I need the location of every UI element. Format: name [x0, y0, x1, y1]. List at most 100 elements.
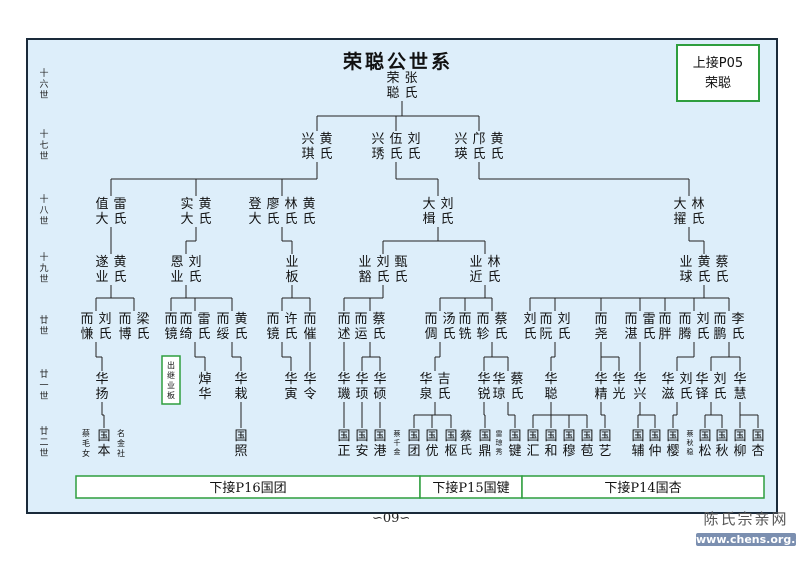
- person-name-column: 国照: [234, 429, 247, 459]
- person-name-column: 业板: [285, 255, 298, 285]
- next-page-link-p14[interactable]: 下接P14国杏: [521, 475, 765, 499]
- person-ersi[interactable]: 刘氏: [523, 312, 536, 342]
- person-name-column: 蔡氏: [372, 312, 385, 342]
- person-huacong[interactable]: 华聪: [544, 372, 557, 402]
- person-name-column: 而鹏: [713, 312, 726, 342]
- person-guoding[interactable]: 国鼎: [478, 429, 491, 459]
- next-page-link-p16[interactable]: 下接P16国团: [75, 475, 421, 499]
- person-guoan[interactable]: 国安: [355, 429, 368, 459]
- person-huaguang[interactable]: 华光: [612, 372, 625, 402]
- person-name-column: 国杏: [751, 429, 764, 459]
- person-guogang[interactable]: 国港: [373, 429, 386, 459]
- person-guozheng[interactable]: 国正: [337, 429, 350, 459]
- person-eryao[interactable]: 而尧: [594, 312, 607, 342]
- person-guoben[interactable]: 国本: [97, 429, 110, 459]
- person-huazai[interactable]: 华栽: [234, 372, 247, 402]
- person-ercui[interactable]: 而催: [303, 312, 316, 342]
- person-guofu[interactable]: 国辅: [631, 429, 644, 459]
- person-huahua[interactable]: 焯华: [198, 372, 211, 402]
- person-huajing[interactable]: 华精: [594, 372, 607, 402]
- person-huaxian[interactable]: 华顼: [355, 372, 368, 402]
- person-name-column: 荣聪: [386, 71, 399, 101]
- generation-label-g19: 世: [39, 273, 48, 285]
- person-name-column: 雷氏: [113, 197, 126, 227]
- person-guomu[interactable]: 国穆: [562, 429, 575, 459]
- person-guoshu[interactable]: 国枢: [444, 429, 457, 459]
- person-guohui[interactable]: 国汇: [526, 429, 539, 459]
- person-name-column: 黄氏: [234, 312, 247, 342]
- person-name-column: 华滋: [661, 372, 674, 402]
- person-huayang[interactable]: 华扬: [95, 372, 108, 402]
- person-name-column: 华扬: [95, 372, 108, 402]
- person-guoliu[interactable]: 国柳: [733, 429, 746, 459]
- person-name-column: 吉氏: [437, 372, 450, 402]
- person-erjing[interactable]: 而镜: [164, 312, 177, 342]
- person-guoying[interactable]: 国樱: [666, 429, 679, 459]
- previous-page-label: 上接P05: [692, 56, 744, 71]
- person-guozhong[interactable]: 国仲: [648, 429, 661, 459]
- person-erxian[interactable]: 而铣: [458, 312, 471, 342]
- person-huarui[interactable]: 华锐: [477, 372, 490, 402]
- person-name-column: 兴瑛: [454, 132, 467, 162]
- person-yeban[interactable]: 业板: [285, 255, 298, 285]
- person-name-column: 刘氏: [376, 255, 389, 285]
- person-huayin[interactable]: 华寅: [284, 372, 297, 402]
- previous-page-reference[interactable]: 上接P05 荣聪: [676, 44, 760, 102]
- person-hualing[interactable]: 华令: [303, 372, 316, 402]
- person-huashuo[interactable]: 华硕: [373, 372, 386, 402]
- person-name-column: 林氏: [487, 255, 500, 285]
- person-name-column: 刘氏: [98, 312, 111, 342]
- person-name-column: 国汇: [526, 429, 539, 459]
- person-name-column: 焯华: [198, 372, 211, 402]
- person-guosong[interactable]: 国松: [698, 429, 711, 459]
- person-guotuan[interactable]: 国团: [407, 429, 420, 459]
- next-page-link-p15[interactable]: 下接P15国键: [419, 475, 523, 499]
- person-guoyi[interactable]: 国艺: [598, 429, 611, 459]
- person-erpan[interactable]: 而胖: [658, 312, 671, 342]
- person-huaji[interactable]: 华璣: [337, 372, 350, 402]
- person-guoxing[interactable]: 国杏: [751, 429, 764, 459]
- person-guoqiu[interactable]: 国秋: [715, 429, 728, 459]
- person-name-column: 而绥: [216, 312, 229, 342]
- person-ershu[interactable]: 而述: [337, 312, 350, 342]
- person-guoyou[interactable]: 国优: [425, 429, 438, 459]
- person-huahui[interactable]: 华慧: [733, 372, 746, 402]
- person-name-column: 黄氏: [697, 255, 710, 285]
- person-guojian[interactable]: 国键: [508, 429, 521, 459]
- person-guozhao[interactable]: 国照: [234, 429, 247, 459]
- generation-label-g16: 十: [39, 67, 48, 79]
- person-guohe[interactable]: 国和: [544, 429, 557, 459]
- person-huaxing[interactable]: 华兴: [633, 372, 646, 402]
- person-guobao[interactable]: 国苞: [580, 429, 593, 459]
